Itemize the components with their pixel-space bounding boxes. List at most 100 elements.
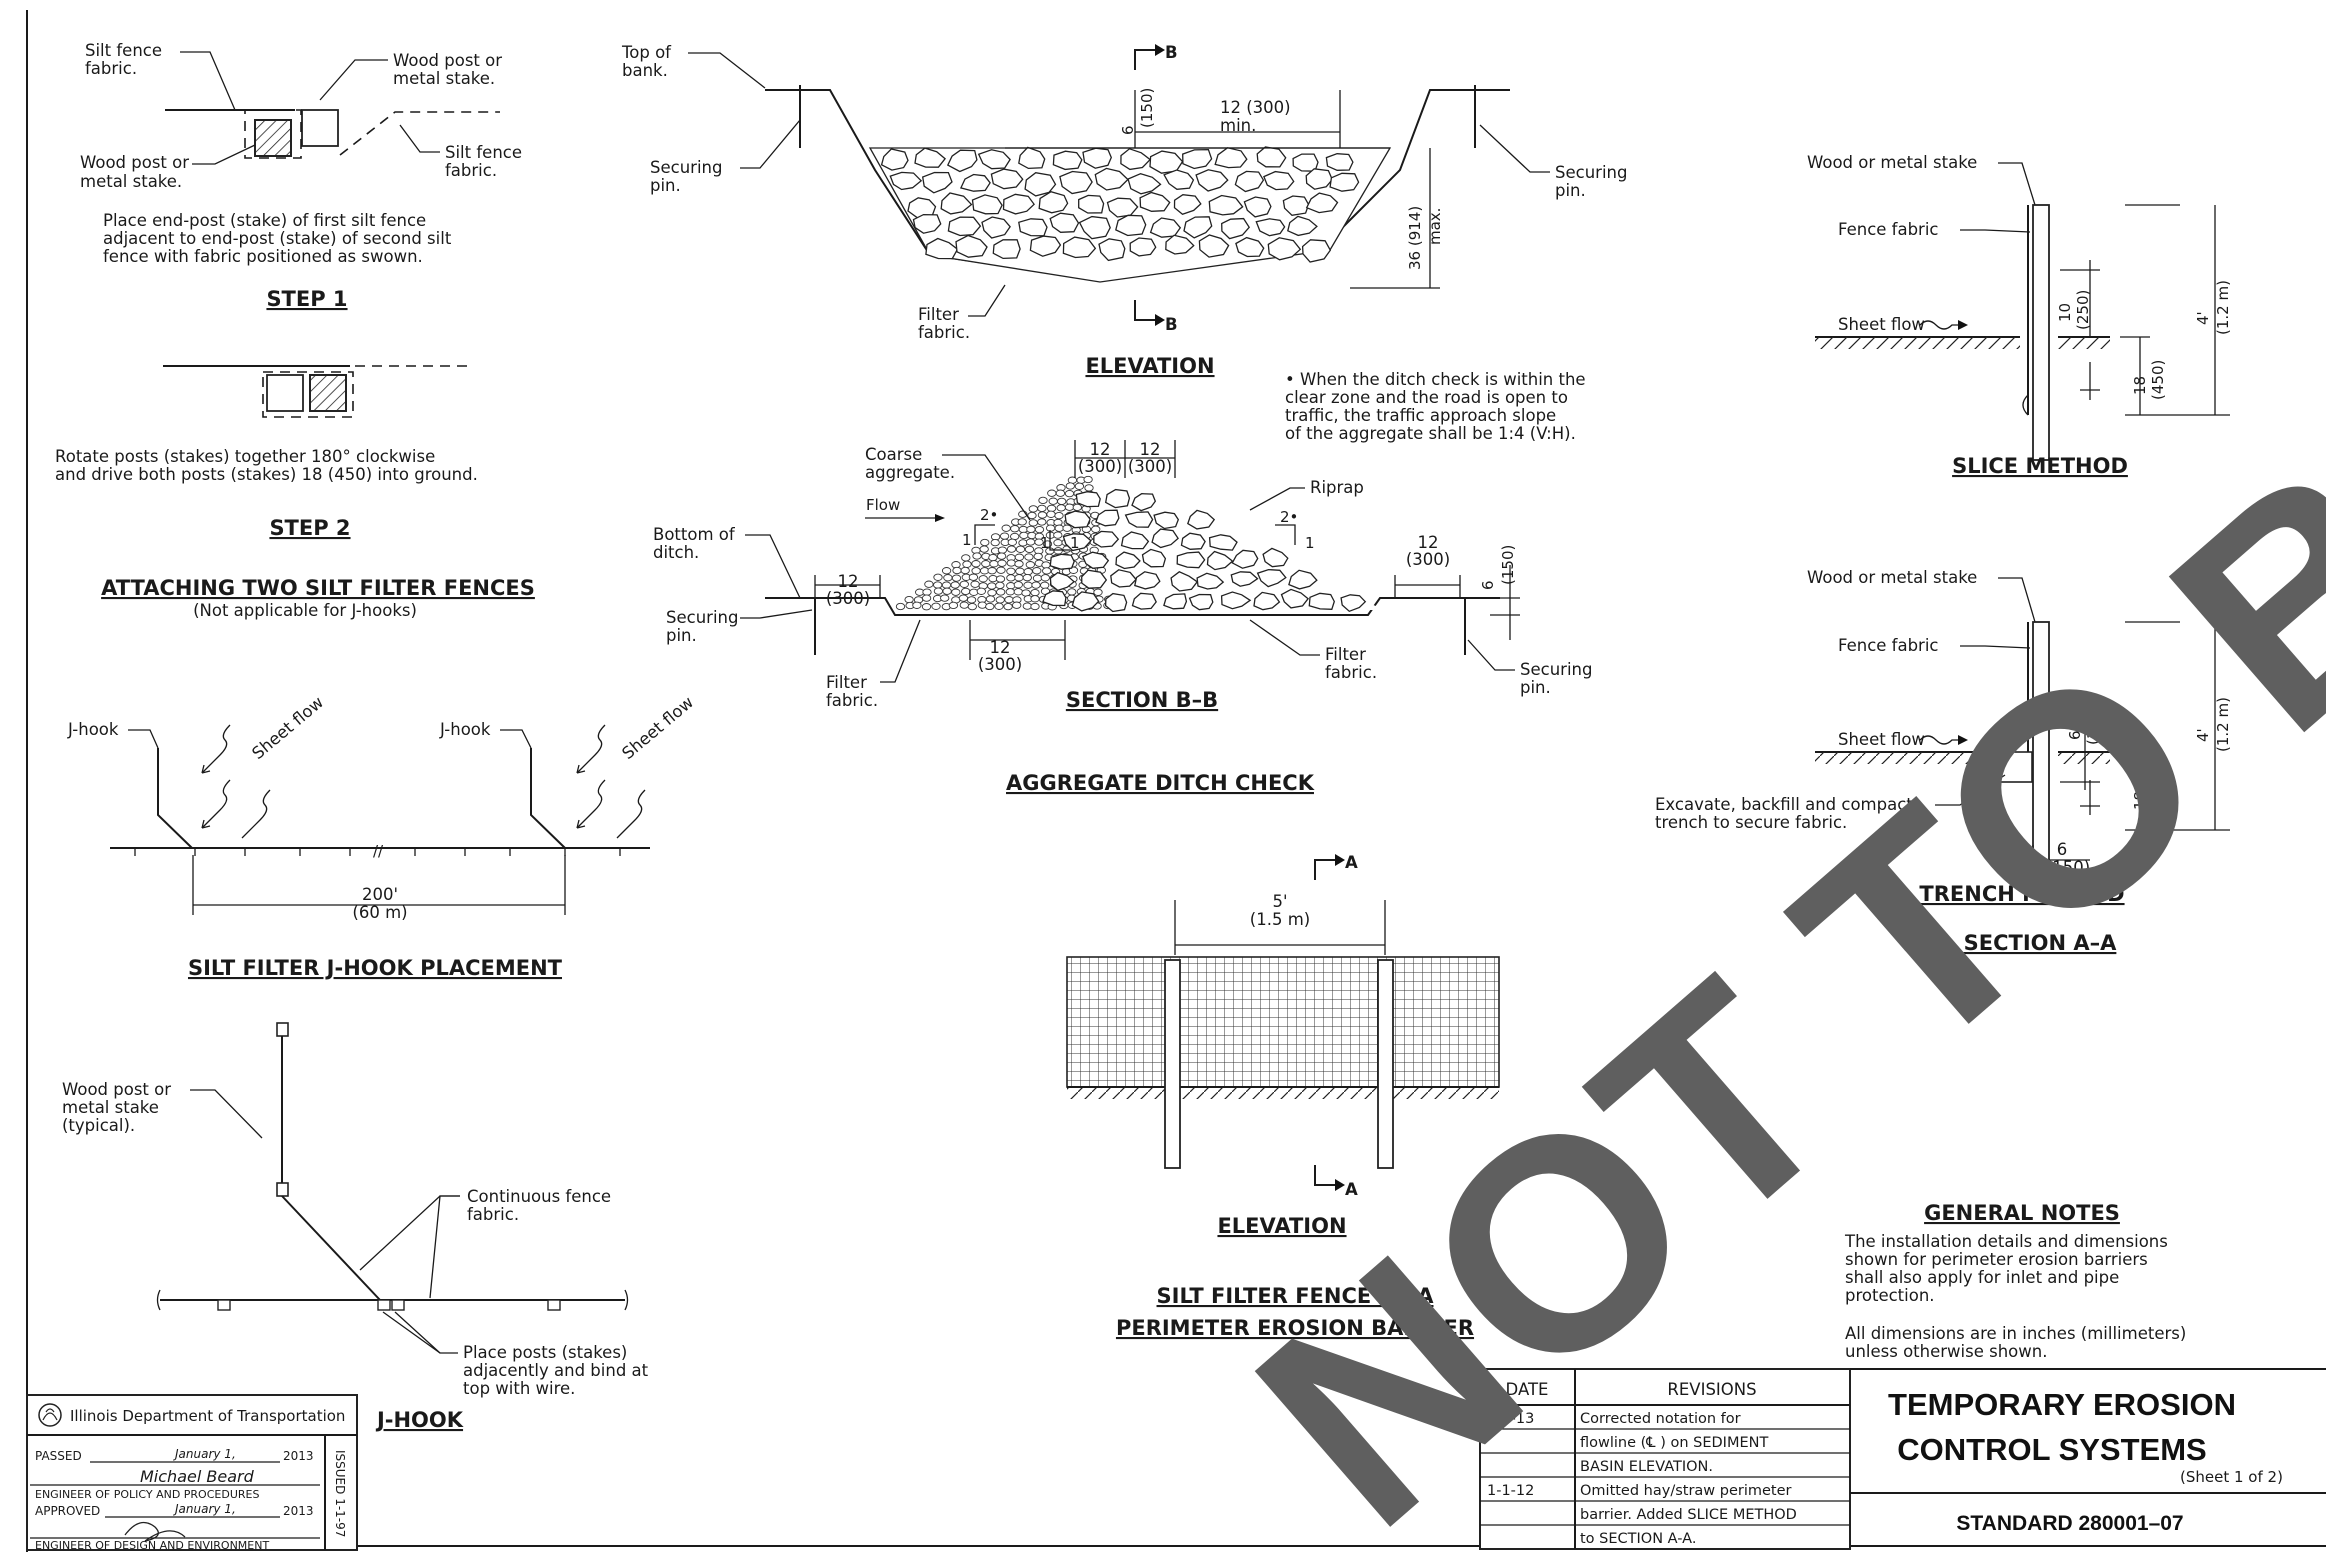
pebble-shape [1048,497,1058,505]
slice-dim-12m: (1.2 m) [2214,280,2232,335]
pebble-shape [1046,510,1056,518]
rock-shape [1243,196,1272,218]
general-note-2a: All dimensions are in inches (millimeter… [1845,1324,2186,1343]
rock-shape [1170,571,1199,592]
pebble-shape [1025,561,1035,569]
bottom-of-ditch-1: Bottom of [653,525,736,544]
rock-shape [1305,192,1339,214]
rock-shape [1195,169,1229,192]
fence-dim-metric: (1.5 m) [1250,910,1310,929]
pebble-shape [959,601,969,609]
pebble-shape [1012,601,1022,609]
pebble-shape [1033,552,1043,561]
jhook-label-right: J-hook [439,720,491,739]
pebble-shape [971,560,981,568]
pebble-shape [921,594,932,602]
pebble-shape [967,602,977,611]
rock-shape [880,148,909,171]
pebble-shape [922,588,932,596]
rock-shape [1082,147,1113,169]
step1-silt-fabric-label-1: Silt fence [85,41,162,60]
section-mark-a-bottom: A [1345,1180,1358,1199]
pebble-shape [969,588,979,596]
general-note-1d: protection. [1845,1286,1935,1305]
pebble-shape [1083,475,1093,484]
slope-1-mid2: 1 [1070,534,1080,552]
role-design: ENGINEER OF DESIGN AND ENVIRONMENT [35,1539,269,1552]
jhook-title: J-HOOK [375,1408,464,1432]
attaching-subtitle: (Not applicable for J-hooks) [193,601,417,620]
rock-shape [981,216,1011,239]
elev-filter-fabric-2: fabric. [918,323,970,342]
pebble-shape [1007,538,1017,546]
pebble-shape [951,574,962,582]
section-bb-detail: Coarse aggregate. Riprap Flow Bottom of … [653,440,1592,795]
pebble-shape [1067,588,1077,596]
rock-shape [1120,531,1150,550]
pebble-shape [1027,511,1037,520]
pebble-shape [1030,595,1040,603]
pebble-shape [989,560,999,568]
slice-fabric-label: Fence fabric [1838,220,1939,239]
pebble-shape [1006,582,1016,590]
bb-dim-300-a: (300) [826,589,870,608]
ditch-note-3: traffic, the traffic approach slope [1285,406,1556,425]
pebble-shape [1074,482,1085,490]
pebble-shape [971,567,981,575]
rock-shape [1182,148,1213,170]
rev-row-3-text: BASIN ELEVATION. [1580,1459,1713,1475]
flow-arrows [201,724,646,839]
jhook-label-left: J-hook [67,720,119,739]
pebble-shape [985,595,996,603]
pebble-shape [931,602,941,610]
riprap-rocks [1042,488,1367,613]
rock-shape [1230,571,1259,587]
rock-shape [1038,190,1069,214]
idot-dept-name: Illinois Department of Transportation [70,1407,345,1425]
rock-shape [1308,592,1336,610]
rock-shape [1188,593,1214,611]
pebble-shape [1003,602,1013,611]
break-mark: // [373,842,384,860]
rock-shape [971,194,1003,215]
step1-note-1: Place end-post (stake) of first silt fen… [103,211,426,230]
slice-stake-label: Wood or metal stake [1807,153,1977,172]
rock-shape [925,237,959,260]
pebble-shape [941,581,952,589]
slope-1-right: 1 [1305,534,1315,552]
trench-stake-label: Wood or metal stake [1807,568,1977,587]
rock-shape [1234,170,1265,193]
pebble-shape [1024,553,1034,561]
sheet-number: (Sheet 1 of 2) [2180,1468,2283,1486]
general-note-1c: shall also apply for inlet and pipe [1845,1268,2119,1287]
bb-dim-6: 6 [1479,580,1497,590]
rock-shape [1042,590,1067,607]
step1-wood-post-label-2: metal stake. [393,69,495,88]
jhook-placement-dim: 200' [362,885,398,904]
rev-row-1-text: Corrected notation for [1580,1411,1741,1427]
pebble-shape [980,538,990,547]
pebble-shape [1037,518,1047,526]
pebble-shape [988,553,998,562]
pebble-shape [1006,559,1016,567]
bb-securing-pin-right-2: pin. [1520,678,1551,697]
rock-shape [889,171,923,191]
rock-shape [1052,150,1083,171]
general-notes: GENERAL NOTES The installation details a… [1844,1201,2186,1361]
rock-shape [1267,237,1302,261]
rock-shape [992,239,1021,260]
pebble-shape [1072,503,1082,512]
pebble-shape [1023,567,1033,576]
rock-shape [955,234,988,258]
pebble-shape [1034,538,1044,546]
pebble-shape [958,594,969,602]
perimeter-title-2: PERIMETER EROSION BARRIER [1116,1316,1474,1340]
approved-date: January 1, [173,1502,236,1516]
pebble-shape [1053,539,1063,547]
rock-shape [1094,167,1129,191]
pebble-shape [1040,574,1050,582]
ditch-note-4: of the aggregate shall be 1:4 (V:H). [1285,424,1576,443]
pebble-shape [1024,545,1035,554]
pebble-shape [1038,496,1048,505]
step1-silt-fabric-right-1: Silt fence [445,143,522,162]
